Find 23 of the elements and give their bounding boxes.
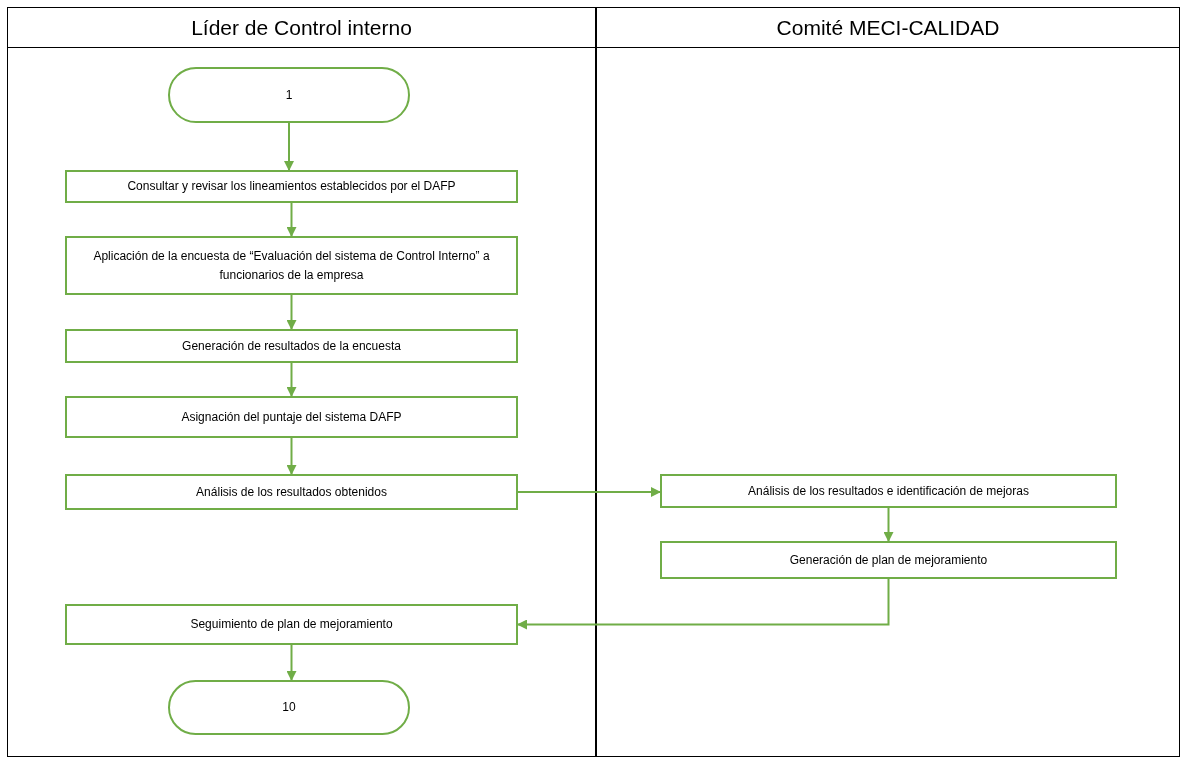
arrow bbox=[286, 437, 297, 475]
process-box: Consultar y revisar los lineamientos establecidos por el DAFP bbox=[65, 170, 518, 203]
process-box: Análisis de los resultados e identificación de mejoras bbox=[660, 474, 1117, 508]
terminator-shape: 10 bbox=[168, 680, 410, 735]
process-box: Generación de plan de mejoramiento bbox=[660, 541, 1117, 579]
arrow bbox=[286, 362, 297, 397]
process-box: Generación de resultados de la encuesta bbox=[65, 329, 518, 363]
process-box: Seguimiento de plan de mejoramiento bbox=[65, 604, 518, 645]
arrow bbox=[284, 122, 294, 171]
arrow bbox=[286, 644, 297, 681]
arrow bbox=[883, 507, 894, 542]
arrow bbox=[286, 202, 297, 237]
swimlane bbox=[596, 7, 1180, 757]
arrow bbox=[517, 487, 661, 497]
lane-header: Comité MECI-CALIDAD bbox=[597, 8, 1179, 48]
process-box: Asignación del puntaje del sistema DAFP bbox=[65, 396, 518, 438]
lane-header: Líder de Control interno bbox=[8, 8, 595, 48]
swimlane bbox=[7, 7, 596, 757]
arrow bbox=[517, 578, 890, 630]
process-box: Análisis de los resultados obtenidos bbox=[65, 474, 518, 510]
arrow bbox=[286, 294, 297, 330]
process-box: Aplicación de la encuesta de “Evaluación del sistema de Control Interno” a funcionarios de la empresa bbox=[65, 236, 518, 295]
terminator-shape: 1 bbox=[168, 67, 410, 123]
